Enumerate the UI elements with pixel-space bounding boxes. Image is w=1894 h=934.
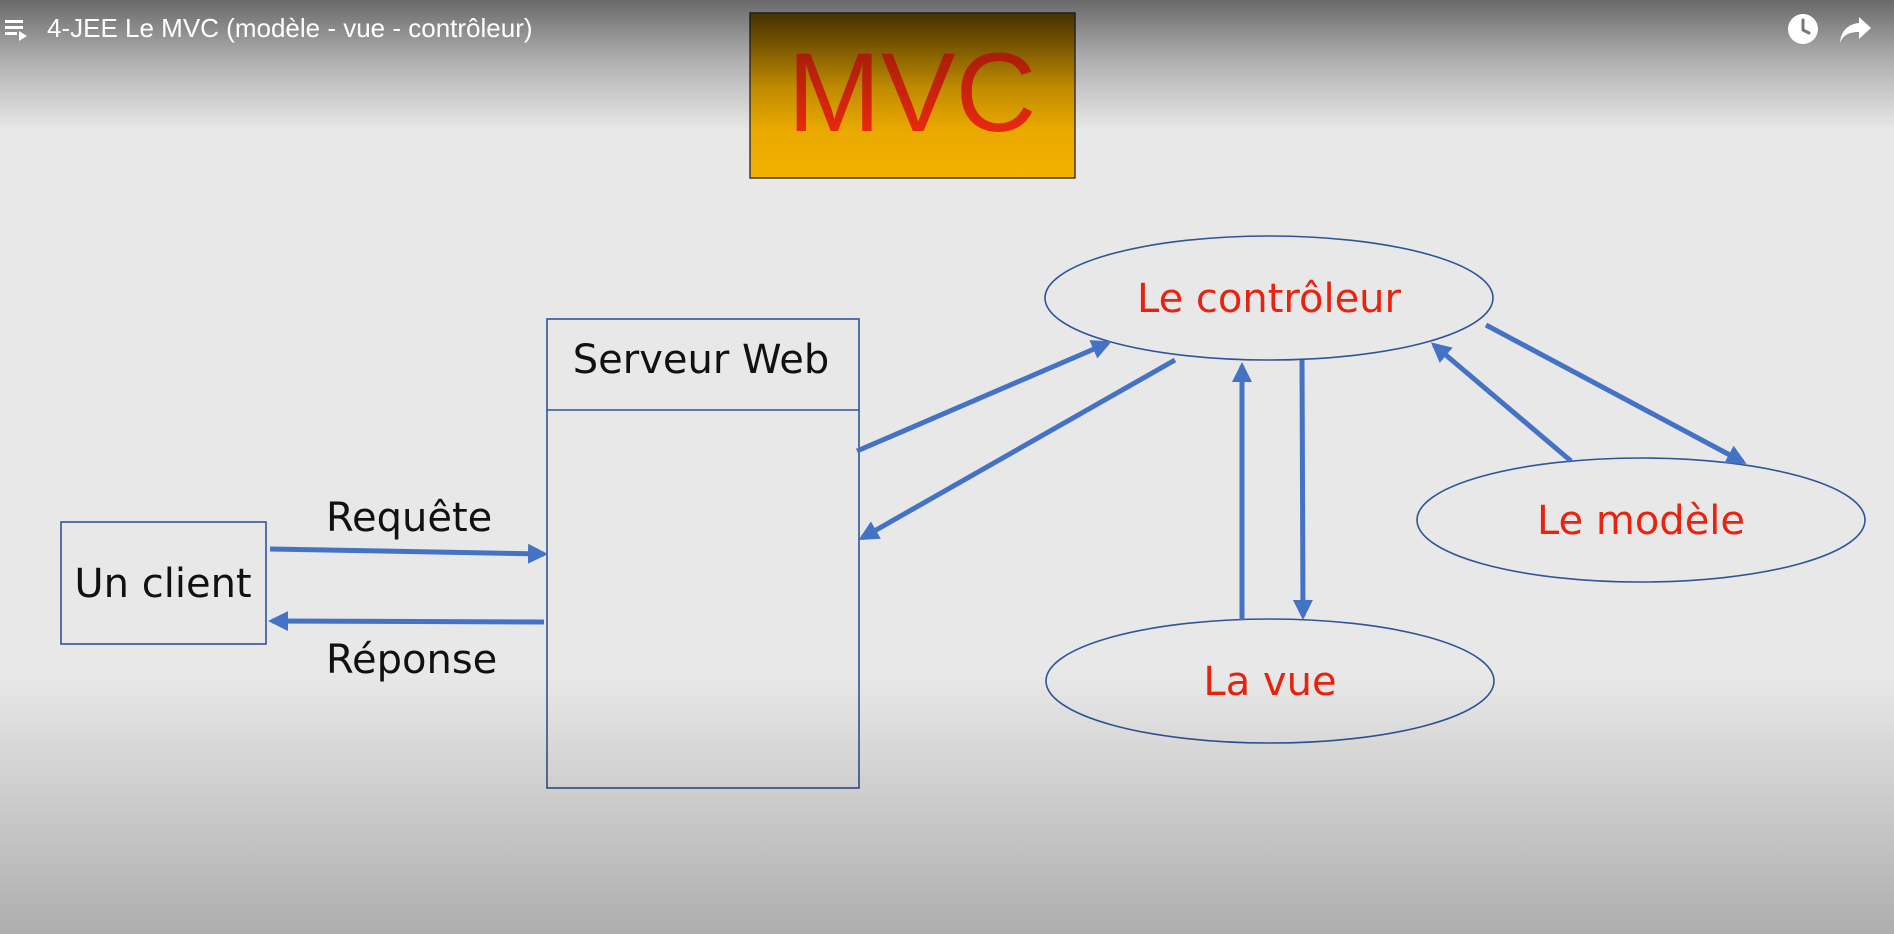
share-icon: [1840, 17, 1871, 43]
watch-later-icon: [1788, 14, 1818, 44]
server-label: Serveur Web: [573, 337, 829, 383]
view-ellipse: [1045, 618, 1495, 744]
controller-to-model-arrow: [1484, 322, 1747, 465]
model-label: Le modèle: [1537, 498, 1745, 544]
controller-to-view-arrow: [1292, 359, 1313, 620]
response-label: Réponse: [326, 637, 497, 683]
video-title[interactable]: 4-JEE Le MVC (modèle - vue - contrôleur): [47, 13, 533, 43]
model-ellipse: [1416, 457, 1866, 583]
view-label: La vue: [1203, 659, 1336, 705]
controller-label: Le contrôleur: [1137, 276, 1402, 322]
controller-ellipse: [1044, 235, 1494, 361]
controller-to-server-arrow: [858, 357, 1177, 541]
request-arrow: [269, 543, 548, 564]
playlist-icon: [5, 20, 27, 41]
playlist-button[interactable]: [2, 16, 30, 44]
share-button[interactable]: [1838, 12, 1874, 46]
model-to-controller-arrow: [1430, 342, 1573, 463]
response-arrow: [268, 611, 545, 632]
server-to-controller-arrow: [856, 340, 1112, 454]
client-label: Un client: [74, 561, 251, 607]
watch-later-button[interactable]: [1786, 12, 1820, 46]
request-label: Requête: [326, 495, 492, 541]
client-box: [60, 521, 267, 645]
slide-title: MVC: [788, 30, 1037, 155]
